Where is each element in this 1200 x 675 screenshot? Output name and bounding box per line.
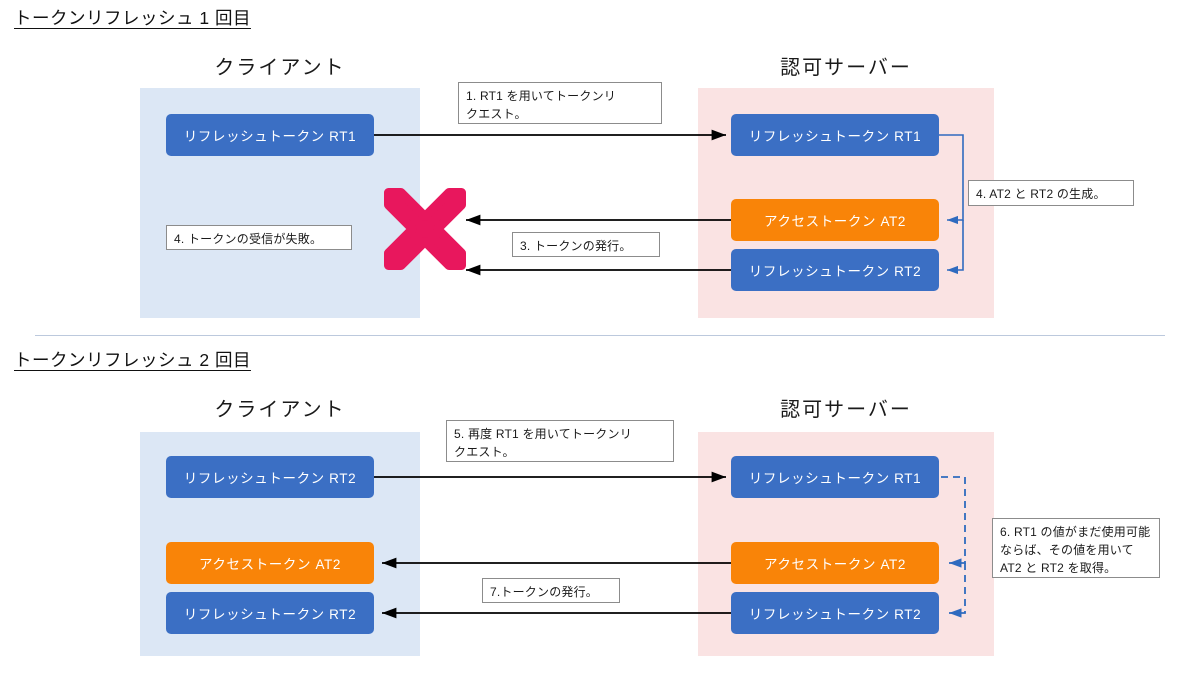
section-1-note-generate-tokens: 4. AT2 と RT2 の生成。	[968, 180, 1134, 206]
section-2-server-caption: 認可サーバー	[780, 399, 912, 421]
section-2-client-token-refresh-rt2-top[interactable]: リフレッシュトークン RT2	[166, 456, 374, 498]
section-2-note-token-issue: 7.トークンの発行。	[482, 578, 620, 603]
section-1-server-caption: 認可サーバー	[780, 57, 912, 79]
section-1-note-token-issue: 3. トークンの発行。	[512, 232, 660, 257]
section-2-client-token-refresh-rt2-bottom[interactable]: リフレッシュトークン RT2	[166, 592, 374, 634]
section-1-note-receive-failure: 4. トークンの受信が失敗。	[166, 225, 352, 250]
section-divider	[35, 335, 1165, 336]
section-2-client-token-access-at2[interactable]: アクセストークン AT2	[166, 542, 374, 584]
section-2-client-caption: クライアント	[214, 399, 346, 421]
section-1-server-token-access-at2[interactable]: アクセストークン AT2	[731, 199, 939, 241]
section-2-server-token-access-at2[interactable]: アクセストークン AT2	[731, 542, 939, 584]
section-2-server-token-refresh-rt2[interactable]: リフレッシュトークン RT2	[731, 592, 939, 634]
section-1-server-token-refresh-rt2[interactable]: リフレッシュトークン RT2	[731, 249, 939, 291]
section-2-heading: トークンリフレッシュ 2 回目	[14, 350, 251, 370]
section-1-heading: トークンリフレッシュ 1 回目	[14, 8, 251, 28]
section-1-server-token-refresh-rt1[interactable]: リフレッシュトークン RT1	[731, 114, 939, 156]
section-2-note-retry-token-request: 5. 再度 RT1 を用いてトークンリ クエスト。	[446, 420, 674, 462]
section-2-server-token-refresh-rt1[interactable]: リフレッシュトークン RT1	[731, 456, 939, 498]
section-1-client-token-refresh-rt1[interactable]: リフレッシュトークン RT1	[166, 114, 374, 156]
section-2-note-rt1-reusable: 6. RT1 の値がまだ使用可能 ならば、その値を用いて AT2 と RT2 を…	[992, 518, 1160, 578]
section-1-note-token-request: 1. RT1 を用いてトークンリ クエスト。	[458, 82, 662, 124]
section-1-client-caption: クライアント	[214, 57, 346, 79]
